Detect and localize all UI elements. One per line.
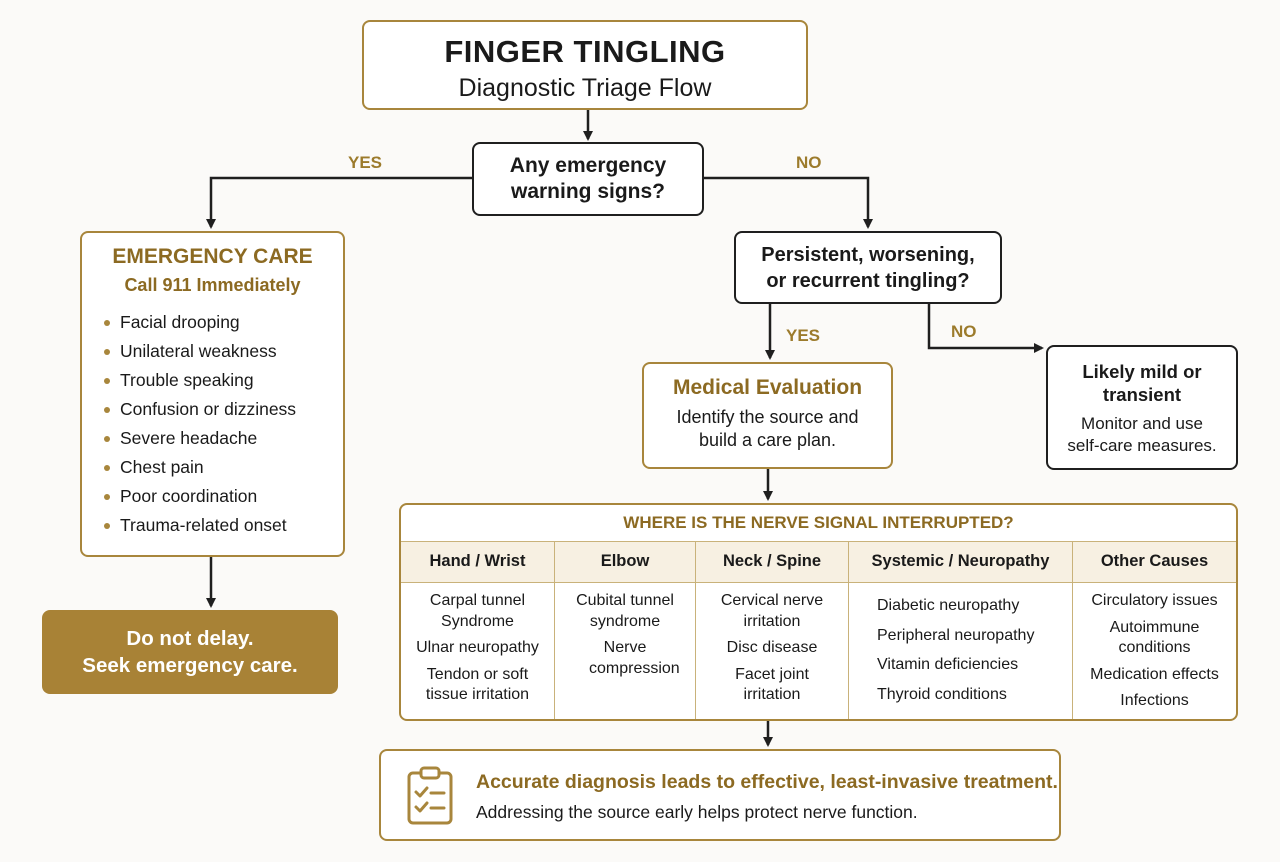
evaluation-line1: Identify the source and <box>676 407 859 427</box>
diagram-subtitle: Diagnostic Triage Flow <box>458 74 712 102</box>
column-elbow: Elbow Cubital tunnel syndrome Nerve comp… <box>554 541 695 719</box>
evaluation-heading: Medical Evaluation <box>672 376 863 399</box>
arrow-q1-yes <box>206 176 472 229</box>
cell-item: Cervical nerve irritation <box>720 592 824 630</box>
list-item: Severe headache <box>104 424 343 453</box>
warning-signs-list: Facial drooping Unilateral weakness Trou… <box>82 308 343 540</box>
q1-line2: warning signs? <box>510 180 665 203</box>
column-other-causes: Other Causes Circulatory issues Autoimmu… <box>1072 541 1236 719</box>
column-header: Elbow <box>600 552 650 570</box>
emergency-signs-question: Any emergency warning signs? <box>472 142 704 216</box>
persistent-tingling-question: Persistent, worsening, or recurrent tingl… <box>734 231 1002 304</box>
no-label-1: NO <box>796 153 822 172</box>
nerve-signal-table: WHERE IS THE NERVE SIGNAL INTERRUPTED? H… <box>399 503 1238 721</box>
bullet-icon <box>104 436 110 442</box>
column-systemic-neuropathy: Systemic / Neuropathy Diabetic neuropath… <box>848 541 1072 719</box>
mild-body2: self-care measures. <box>1067 436 1217 455</box>
emergency-heading: EMERGENCY CARE <box>112 245 313 268</box>
cell-item: Peripheral neuropathy <box>877 626 1035 644</box>
q1-line1: Any emergency <box>509 154 667 177</box>
cell-item: Carpal tunnel Syndrome <box>429 592 526 630</box>
mild-line1: Likely mild or <box>1082 361 1202 382</box>
cell-item: Nerve compression <box>589 639 680 677</box>
seek-emergency-care-box: Do not delay. Seek emergency care. <box>42 610 338 694</box>
yes-label-1: YES <box>348 153 383 172</box>
column-neck-spine: Neck / Spine Cervical nerve irritation D… <box>695 541 848 719</box>
q2-line2: or recurrent tingling? <box>766 269 970 292</box>
list-item: Facial drooping <box>104 308 343 337</box>
cell-item: Tendon or soft tissue irritation <box>425 665 530 704</box>
column-header: Systemic / Neuropathy <box>871 552 1050 570</box>
bullet-icon <box>104 320 110 326</box>
mild-line2: transient <box>1102 384 1182 405</box>
table-title: WHERE IS THE NERVE SIGNAL INTERRUPTED? <box>623 513 1014 532</box>
mild-body1: Monitor and use <box>1081 414 1203 433</box>
bullet-icon <box>104 465 110 471</box>
cell-item: Ulnar neuropathy <box>416 639 539 656</box>
cell-item: Facet joint irritation <box>735 665 809 704</box>
cell-item: Autoimmune conditions <box>1109 618 1200 657</box>
list-item: Chest pain <box>104 453 343 482</box>
cell-item: Vitamin deficiencies <box>877 656 1019 673</box>
list-item: Confusion or dizziness <box>104 395 343 424</box>
evaluation-line2: build a care plan. <box>698 430 837 450</box>
column-header: Neck / Spine <box>722 552 822 570</box>
table-header-band <box>401 541 1236 583</box>
cell-item: Diabetic neuropathy <box>877 597 1020 614</box>
column-header: Hand / Wrist <box>429 552 526 570</box>
title-box: FINGER TINGLING Diagnostic Triage Flow <box>362 20 808 110</box>
cell-item: Circulatory issues <box>1091 592 1218 609</box>
diagram-title: FINGER TINGLING <box>444 34 726 69</box>
bullet-icon <box>104 523 110 529</box>
bullet-icon <box>104 407 110 413</box>
column-hand-wrist: Hand / Wrist Carpal tunnel Syndrome Ulna… <box>401 541 554 719</box>
arrow-q1-no <box>704 176 873 229</box>
bullet-icon <box>104 494 110 500</box>
arrow-q2-no <box>927 304 1044 353</box>
bullet-icon <box>104 349 110 355</box>
delay-line2: Seek emergency care. <box>82 654 298 677</box>
column-header: Other Causes <box>1100 552 1209 570</box>
cell-item: Medication effects <box>1090 665 1219 683</box>
list-item: Trouble speaking <box>104 366 343 395</box>
footer-summary-box: Accurate diagnosis leads to effective, l… <box>379 749 1061 841</box>
emergency-subheading: Call 911 Immediately <box>124 275 301 295</box>
list-item: Trauma-related onset <box>104 511 343 540</box>
q2-line1: Persistent, worsening, <box>761 243 975 266</box>
cell-item: Cubital tunnel syndrome <box>576 592 674 630</box>
footer-body: Addressing the source early helps protec… <box>476 802 918 822</box>
clipboard-checklist-icon <box>407 766 453 825</box>
cell-item: Thyroid conditions <box>877 685 1007 703</box>
emergency-care-box: EMERGENCY CARE Call 911 Immediately Faci… <box>80 231 345 557</box>
list-item: Unilateral weakness <box>104 337 343 366</box>
delay-line1: Do not delay. <box>126 627 254 650</box>
no-label-2: NO <box>951 322 977 341</box>
medical-evaluation-box: Medical Evaluation Identify the source a… <box>642 362 893 469</box>
yes-label-2: YES <box>786 326 821 345</box>
bullet-icon <box>104 378 110 384</box>
cell-item: Disc disease <box>726 639 818 656</box>
list-item: Poor coordination <box>104 482 343 511</box>
cell-item: Infections <box>1120 692 1189 709</box>
footer-heading: Accurate diagnosis leads to effective, l… <box>476 771 1058 793</box>
